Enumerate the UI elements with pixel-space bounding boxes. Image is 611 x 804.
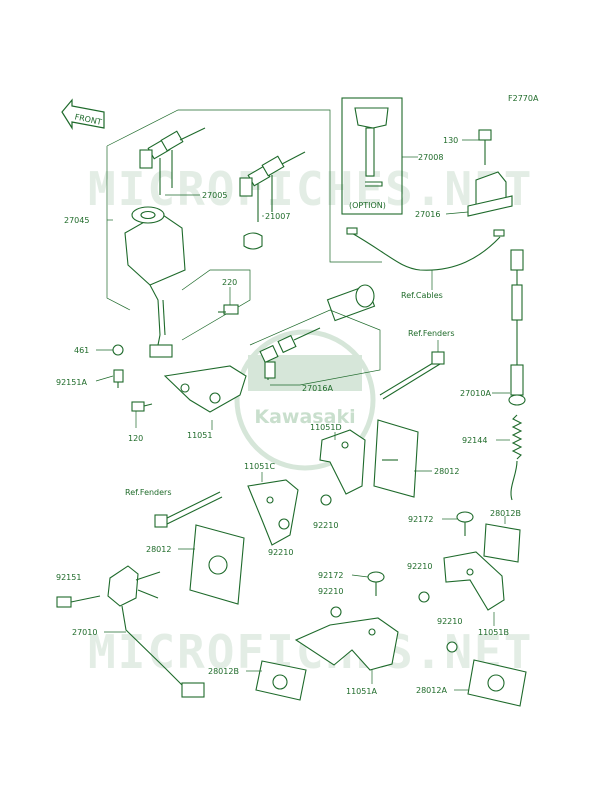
- bracket-11051B: [443, 551, 505, 611]
- rubber-28012A: [467, 659, 527, 707]
- bracket-11051C: [247, 479, 299, 546]
- bolt-92151A: [113, 369, 124, 388]
- option-key-box: [341, 97, 403, 215]
- switch-27010: [56, 565, 205, 698]
- label-92210-d: 92210: [318, 587, 343, 596]
- nut-92210-d: [330, 606, 342, 618]
- nut-92210-b: [278, 518, 290, 530]
- nut-92210-e: [446, 641, 458, 653]
- label-92210-a: 92210: [313, 521, 338, 530]
- cable-ref-cables: [346, 227, 505, 271]
- label-28012B-bottom: 28012B: [208, 667, 239, 676]
- bracket-11051: [163, 365, 247, 413]
- key-set-27005: [139, 127, 206, 195]
- bracket-11051A: [294, 617, 399, 671]
- label-130: 130: [443, 136, 458, 145]
- label-ref-cables: Ref.Cables: [401, 291, 443, 300]
- label-92172-a: 92172: [408, 515, 433, 524]
- label-11051C: 11051C: [244, 462, 275, 471]
- rubber-28012B-bottom: [255, 660, 307, 701]
- bracket-11051D: [319, 429, 366, 495]
- label-21007: 21007: [265, 212, 290, 221]
- rubber-28012-right: [373, 419, 419, 498]
- key-set-21007: [239, 151, 306, 250]
- label-28012-left: 28012: [146, 545, 171, 554]
- spring-92144: [510, 414, 523, 501]
- helmet-lock-27016: [467, 129, 513, 217]
- label-27010A: 27010A: [460, 389, 491, 398]
- screw-92172-b: [367, 571, 385, 596]
- logo-text: Kawasaki: [254, 406, 355, 428]
- label-220: 220: [222, 278, 237, 287]
- bolt-120: [131, 401, 153, 412]
- seat-lock-27016A: [259, 284, 376, 380]
- label-92151: 92151: [56, 573, 81, 582]
- figure-code: F2770A: [508, 94, 539, 103]
- label-92144: 92144: [462, 436, 487, 445]
- label-27045: 27045: [64, 216, 89, 225]
- label-92172-b: 92172: [318, 571, 343, 580]
- washer-461: [112, 344, 124, 356]
- label-28012A: 28012A: [416, 686, 447, 695]
- label-28012-right: 28012: [434, 467, 459, 476]
- rubber-28012B-top: [483, 523, 521, 563]
- label-11051B: 11051B: [478, 628, 509, 637]
- front-arrow-icon: FRONT: [61, 98, 105, 131]
- ignition-switch: [124, 206, 186, 358]
- option-note: (OPTION): [349, 201, 386, 210]
- label-27010: 27010: [72, 628, 97, 637]
- watermark-top: MICROFICHES.NET: [88, 162, 533, 216]
- label-11051: 11051: [187, 431, 212, 440]
- label-92210-c: 92210: [407, 562, 432, 571]
- switch-27010A: [508, 249, 526, 406]
- bolt-ref-fenders-left: [154, 491, 223, 528]
- label-ref-fenders-top: Ref.Fenders: [408, 329, 455, 338]
- kawasaki-logo: Kawasaki: [234, 329, 376, 471]
- label-120: 120: [128, 434, 143, 443]
- label-11051D: 11051D: [310, 423, 342, 432]
- label-27016A: 27016A: [302, 384, 333, 393]
- label-92210-b: 92210: [268, 548, 293, 557]
- label-461: 461: [74, 346, 89, 355]
- label-27005: 27005: [202, 191, 227, 200]
- bolt-ref-fenders-top: [379, 351, 445, 400]
- bolt-220: [218, 304, 239, 315]
- label-27008: 27008: [418, 153, 443, 162]
- label-27016: 27016: [415, 210, 440, 219]
- label-92210-e: 92210: [437, 617, 462, 626]
- label-11051A: 11051A: [346, 687, 377, 696]
- label-28012B-top: 28012B: [490, 509, 521, 518]
- rubber-28012-left: [189, 524, 245, 605]
- label-ref-fenders-left: Ref.Fenders: [125, 488, 172, 497]
- screw-92172-a: [456, 511, 474, 536]
- nut-92210-a: [320, 494, 332, 506]
- label-92151A: 92151A: [56, 378, 87, 387]
- nut-92210-c: [418, 591, 430, 603]
